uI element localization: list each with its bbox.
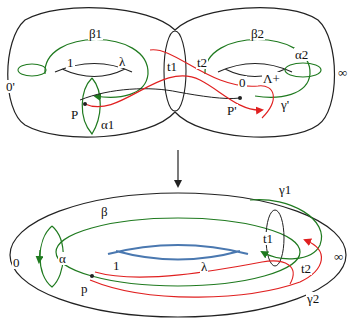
curve-label: t1 <box>262 232 274 245</box>
curve-label: t2 <box>300 262 312 275</box>
t2-curve <box>95 261 293 284</box>
curve-label: λ <box>118 55 126 68</box>
curve-label: 0' <box>5 80 16 93</box>
waist-circle <box>164 31 186 111</box>
curve-label: t2 <box>196 56 208 69</box>
curve-label: p <box>80 282 89 295</box>
curve-label: α <box>58 252 67 265</box>
red-curve <box>150 50 273 118</box>
left-end-circle <box>18 64 46 76</box>
curve-label: 0 <box>12 256 21 269</box>
curve-label: β2 <box>250 27 265 40</box>
genus-two-outline <box>8 8 335 137</box>
torus-hole <box>108 245 248 260</box>
curve-label: P' <box>226 104 238 117</box>
beta-curve <box>56 218 300 286</box>
curve-label: Λ+ <box>262 72 281 85</box>
point-marker <box>90 274 94 278</box>
torus-outline <box>10 193 346 317</box>
alpha2-curve <box>285 63 321 77</box>
curve-label: γ1 <box>278 183 292 196</box>
curve-label: P <box>70 108 79 121</box>
point-marker <box>83 102 87 106</box>
curve-label: γ2 <box>306 292 320 305</box>
curve-label: ∞ <box>333 250 344 263</box>
curve-label: α2 <box>294 48 309 61</box>
gamma1-curve <box>250 200 322 259</box>
curve-label: ∞ <box>337 66 348 79</box>
beta2-curve <box>205 40 310 98</box>
map-arrow <box>177 150 178 186</box>
curve-label: t1 <box>166 60 178 73</box>
curve-label: α1 <box>100 118 115 131</box>
curve-label: β1 <box>88 27 103 40</box>
alpha-arrow <box>39 250 40 262</box>
curve-label: 1 <box>112 259 121 272</box>
point-marker <box>238 96 242 100</box>
curve-label: β <box>100 205 109 218</box>
right-hole <box>218 64 292 77</box>
gamma2-curve <box>90 240 321 297</box>
curve-label: λ <box>200 260 208 273</box>
curve-label: γ' <box>280 98 290 111</box>
curve-label: 1 <box>66 56 75 69</box>
curve-label: 0 <box>238 76 247 89</box>
